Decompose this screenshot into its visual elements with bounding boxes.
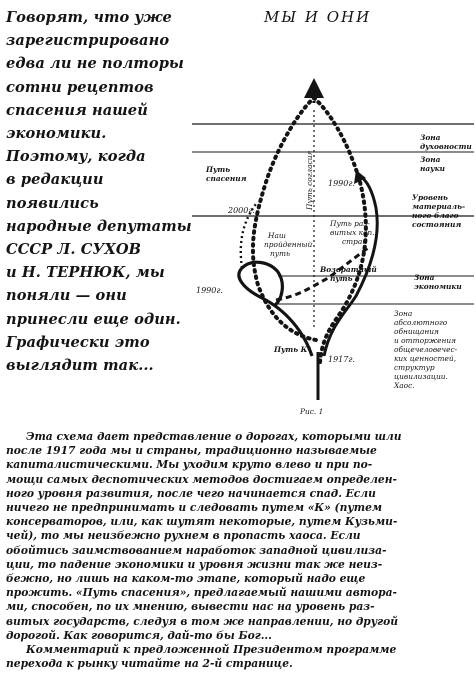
svg-text:Путь раз- витых кап. с: Путь раз- витых кап. стран [329,219,377,246]
svg-text:Зона духовности: Зона духовности [420,133,472,151]
intro-line: СССР Л. СУХОВ [6,241,142,259]
our-path-label: пройденный [264,240,313,249]
zone-chaos-label: структур [394,363,435,372]
developed-countries-path [322,174,379,357]
body-line: ничего не предпринимать и следовать путе… [6,501,383,515]
zone-economy-label: экономики [414,282,462,291]
zone-chaos-label: и отторжения [394,336,456,345]
diagram-title: МЫ И ОНИ [263,8,371,26]
zone-welfare-label: ного благо- [412,211,462,220]
intro-line: экономики. [6,125,107,143]
body-line: мощи самых деспотических методов достига… [6,472,397,486]
body-line: перехода к рынку читайте на 2-й странице… [6,657,293,671]
body-line: обойтись заимствованием наработок западн… [6,543,387,557]
developed-path-label: стран [342,237,367,246]
zone-chaos-label: Хаос. [393,381,415,390]
year-1990-right: 1990г. [328,179,355,188]
our-path [237,260,314,357]
article-body: Эта схема дает представление о дорогах, … [6,430,470,671]
body-line: ции, то падение экономики и уровня жизни… [6,557,383,571]
zone-chaos-label: ких ценностей, [394,354,456,363]
intro-line: в редакции [6,171,104,189]
intro-line: поняли — они [6,287,127,305]
body-line: после 1917 года мы и страны, традиционно… [6,444,377,458]
zone-welfare-label: Уровень [412,193,448,202]
svg-text:Зона абсолютного обнищ: Зона абсолютного обнищания и отторжения … [393,309,460,390]
intro-line: Графически это [6,333,150,351]
svg-text:Уровень материаль- ног: Уровень материаль- ного благо- состояния [412,193,468,229]
zone-chaos-label: цивилизации. [394,372,448,381]
salvation-path-label: спасения [206,174,247,183]
intro-line: едва ли не полторы [6,55,184,73]
intro-line: зарегистрировано [6,32,170,50]
developed-path-label: Путь раз- [329,219,370,228]
body-line: капиталистическими. Мы уходим круто влев… [6,458,373,472]
developed-path-arrowhead [354,170,366,184]
consent-path-label: Путь согласия [305,151,314,211]
intro-line: выглядит так... [6,357,154,375]
return-path-label: Возвратный [319,265,377,274]
intro-line: появились [6,194,99,212]
body-line: Эта схема дает представление о дорогах, … [26,430,402,443]
return-path-label: путь [330,274,353,283]
salvation-path-label: Путь [205,165,230,174]
zone-chaos-label: Зона [394,309,412,318]
salvation-arrowhead [304,78,324,98]
intro-line: Поэтому, когда [6,148,146,166]
year-2000: 2000г. [227,206,255,215]
svg-text:Наш пройденный путь: Наш пройденный путь [264,231,315,258]
intro-line: принесли еще один. [6,310,181,328]
intro-line: сотни рецептов [6,78,154,96]
figure-caption: Рис. 1 [299,407,323,416]
intro-line: народные депутаты [6,217,192,235]
intro-line: Говорят, что уже [6,9,172,26]
return-path [275,246,369,302]
our-path-label: путь [270,249,290,258]
year-1990-left: 1990г. [196,286,223,295]
svg-text:Зона экономики: Зона экономики [414,273,462,291]
zone-science-label: науки [420,164,445,173]
year-1917: 1917г. [328,355,355,364]
body-line: ного уровня развития, после чего начинае… [6,486,376,500]
zone-science-label: Зона [420,155,441,164]
body-line: дорогой. Как говорится, дай-то бы Бог... [6,628,272,642]
zone-chaos-label: общечеловечес- [394,345,458,354]
body-line: бежно, но лишь на каком-то этапе, которы… [6,572,366,586]
zone-spirituality-label: духовности [420,142,472,151]
intro-line: и Н. ТЕРНЮК, мы [6,264,165,282]
intro-line: спасения нашей [6,101,148,119]
body-line: консерваторов, или, как шутят некоторые,… [6,515,398,529]
body-line: ми, способен, по их мнению, вывести нас … [6,600,375,614]
svg-text:Возвратный путь: Возвратный путь [319,265,379,283]
svg-text:Путь спасения: Путь спасения [205,165,247,183]
body-line: прожить. «Путь спасения», предлагаемый н… [6,586,397,600]
k-path-label: Путь К* [273,345,311,354]
our-path-label: Наш [267,231,286,240]
development-paths-diagram: МЫ И ОНИ Зона духовности Зона науки Уров… [192,8,474,416]
svg-text:Зона науки: Зона науки [420,155,445,173]
zone-chaos-label: обнищания [394,327,439,336]
k-path [239,203,257,269]
zone-chaos-label: абсолютного [394,318,448,327]
developed-path-label: витых кап. [330,228,375,237]
body-line: чей), то мы неизбежно рухнем в пропасть … [6,529,361,543]
body-line: витых государств, следуя в том же направ… [6,614,399,628]
zone-economy-label: Зона [414,273,435,282]
body-line: Комментарий к предложенной Президентом п… [26,643,397,657]
zone-spirituality-label: Зона [420,133,441,142]
zone-welfare-label: состояния [412,220,461,229]
zone-welfare-label: материаль- [412,202,465,211]
intro-text: Говорят, что уже зарегистрировано едва л… [6,6,192,377]
